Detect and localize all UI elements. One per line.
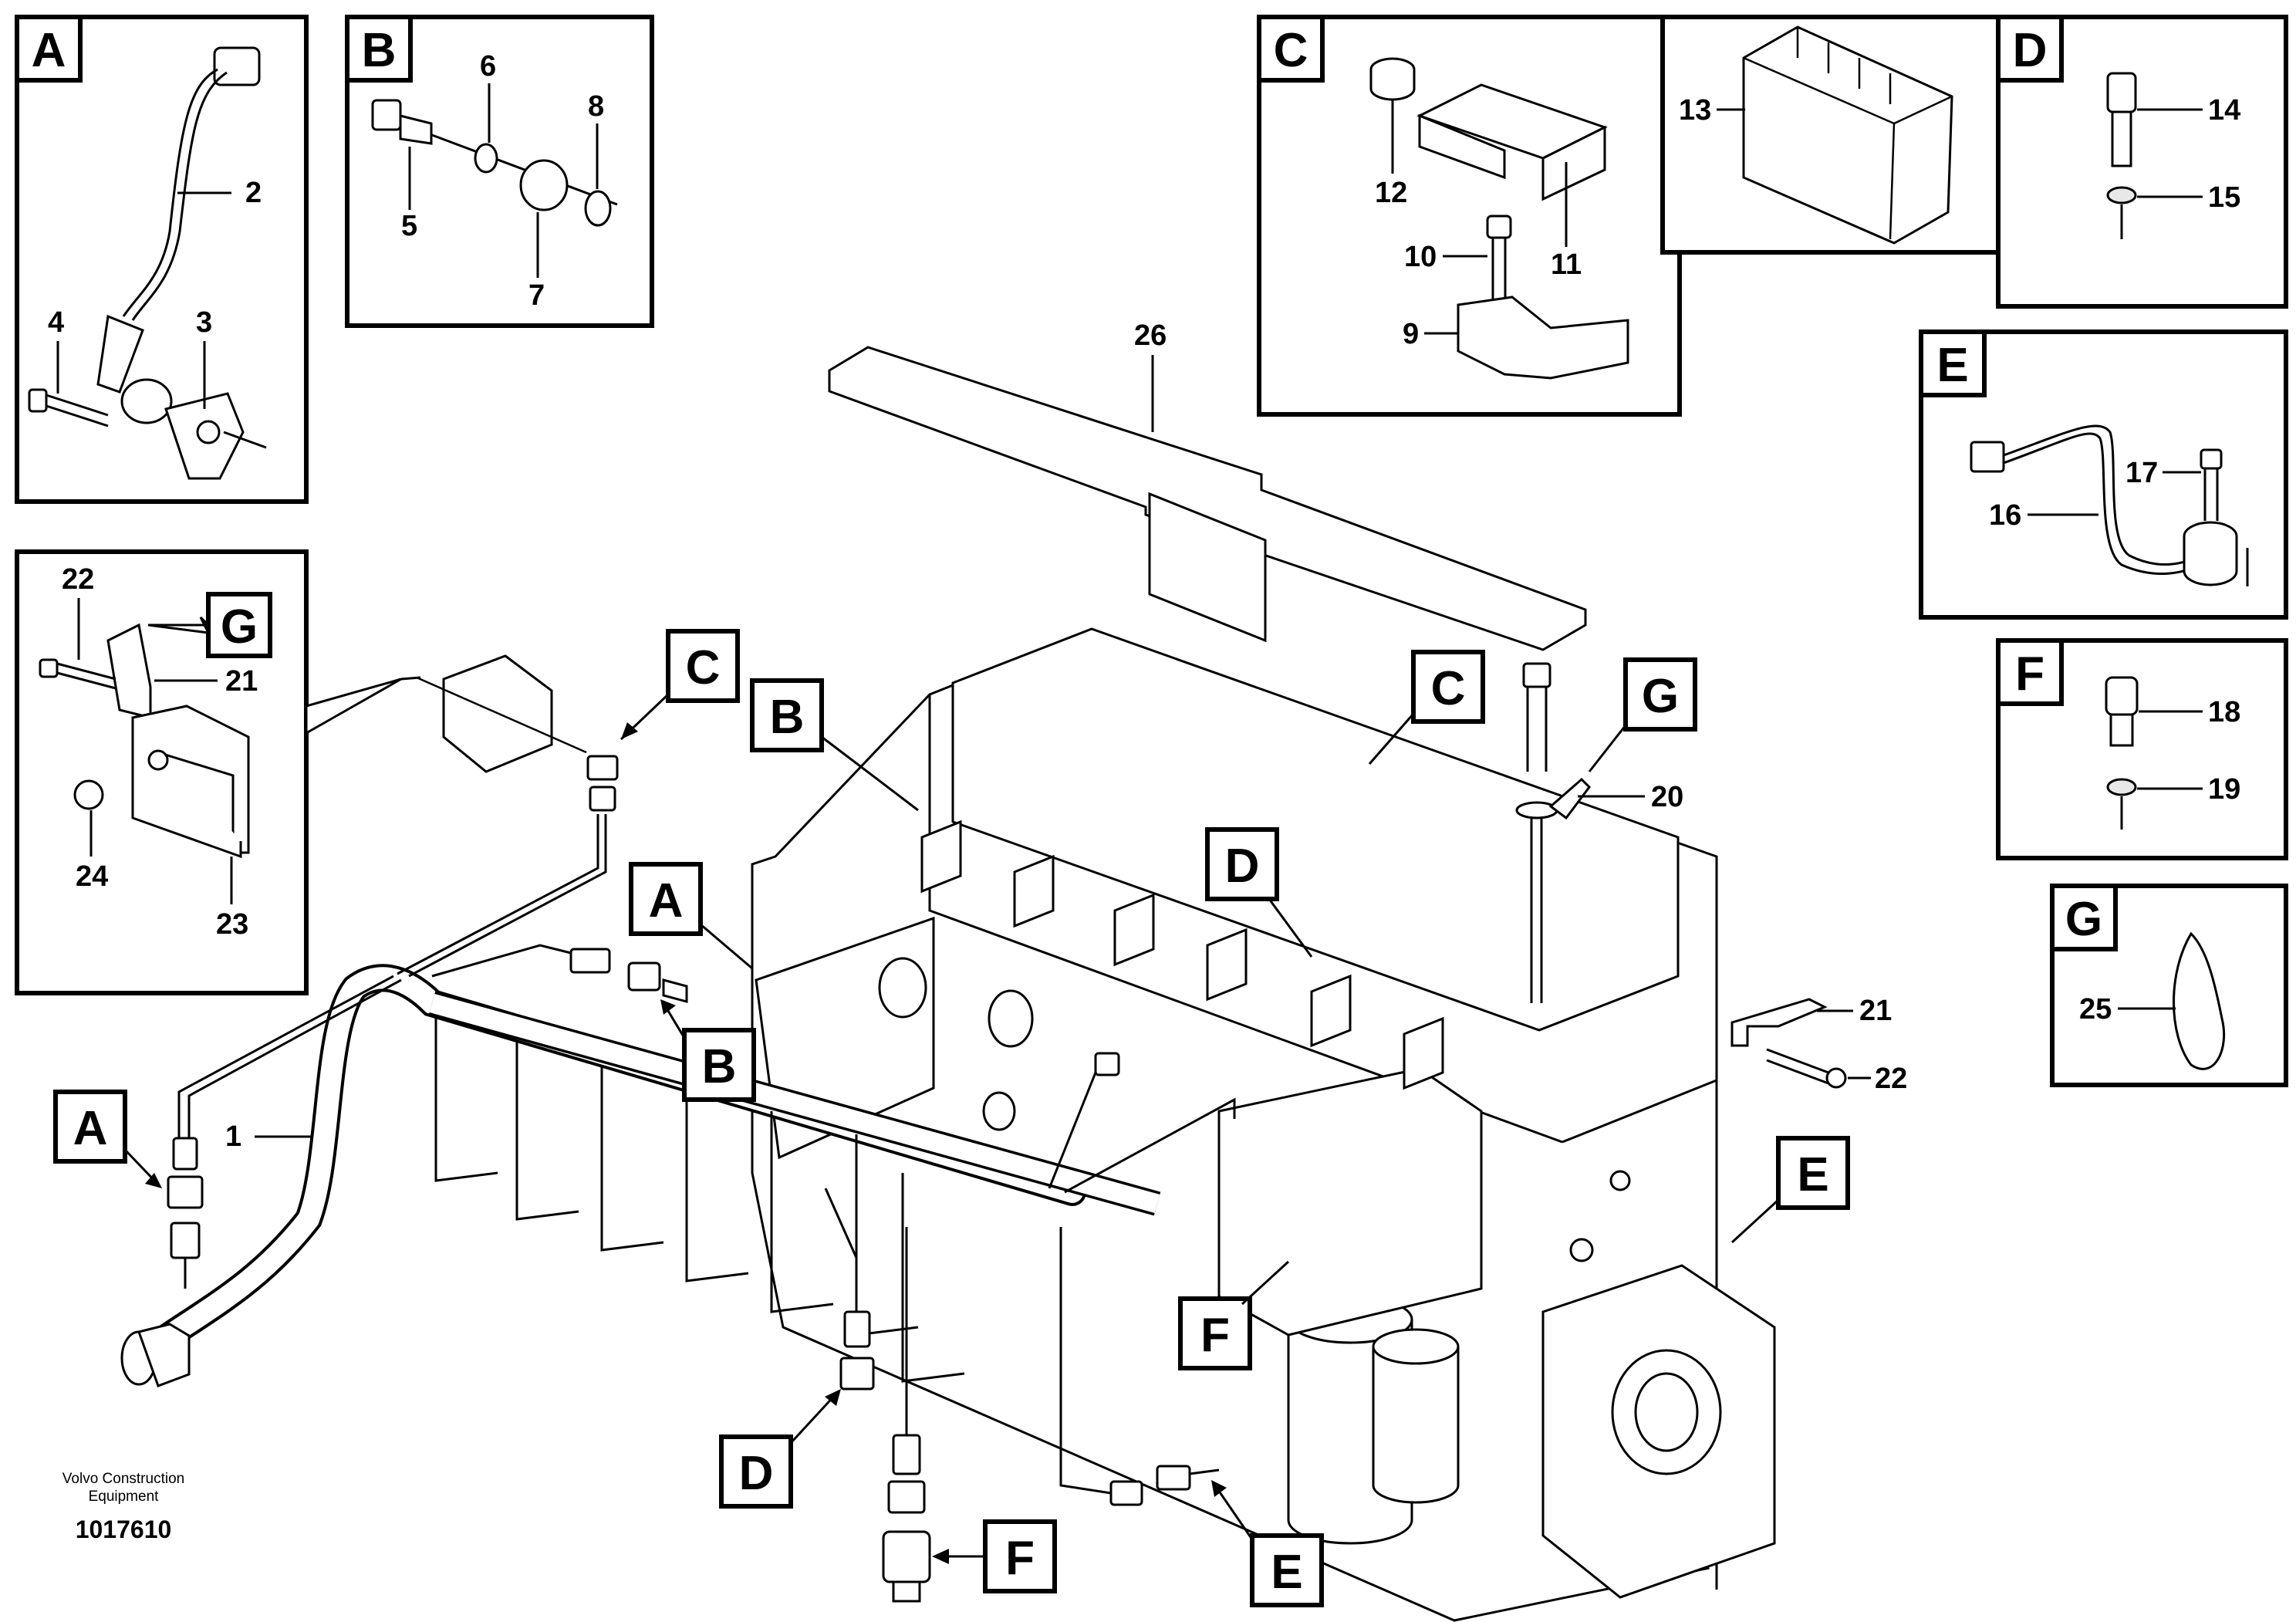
cable-tie (2173, 931, 2226, 1070)
drawing-number: 1017610 (76, 1516, 172, 1543)
part-label-21-inset: 21 (225, 665, 258, 698)
part-label-13: 13 (1679, 94, 1711, 127)
detail-panel-a: A 2 3 4 (15, 15, 309, 504)
callout-f-middle (1178, 1296, 1252, 1370)
svg-text:E: E (1271, 1546, 1302, 1599)
pressure-switch (2105, 676, 2139, 716)
callout-a-left (53, 1090, 127, 1164)
svg-text:B: B (770, 691, 805, 744)
part-label-2: 2 (245, 177, 262, 209)
part-label-4: 4 (48, 306, 64, 339)
detail-panel-e: E 17 16 (1919, 329, 2288, 620)
svg-text:A: A (649, 874, 684, 928)
clip-bracket (106, 623, 152, 719)
wiring-harness: 1 (120, 654, 1236, 1603)
part-label-1: 1 (225, 1120, 241, 1153)
part-label-7: 7 (528, 279, 545, 312)
part-label-12: 12 (1375, 177, 1407, 209)
part-label-26: 26 (1134, 319, 1167, 352)
drawing-credit: Volvo Construction Equipment 1017610 (62, 1471, 184, 1543)
part-label-11: 11 (1551, 248, 1582, 281)
part-label-9: 9 (1403, 318, 1419, 350)
panel-c-letter: C (1274, 24, 1308, 77)
panel-d-letter: D (2013, 24, 2048, 77)
detail-panel-control-unit: 13 (1660, 15, 2007, 255)
callout-f-lower (983, 1519, 1057, 1593)
part-label-18: 18 (2208, 696, 2240, 728)
detail-panel-b: B 5 6 7 8 (345, 15, 654, 328)
callout-b-upper (750, 678, 824, 752)
panel-b-letter: B (362, 24, 397, 77)
svg-text:F: F (1200, 1309, 1230, 1362)
panel-e-letter: E (1936, 339, 1968, 392)
part-label-19: 19 (2208, 773, 2240, 806)
detail-panel-g: G 25 (2050, 884, 2288, 1087)
callout-e-lower (1250, 1533, 1324, 1607)
callout-c-sensor (666, 629, 740, 703)
temperature-sensor (2106, 72, 2137, 113)
callout-g-main (1623, 657, 1697, 732)
svg-text:E: E (1797, 1148, 1828, 1201)
part-label-10: 10 (1404, 241, 1437, 273)
callout-d-lower (719, 1434, 793, 1509)
panel-a-letter: A (32, 24, 66, 77)
callout-a-middle (629, 862, 703, 936)
part-label-14: 14 (2208, 94, 2240, 127)
speed-sensor-connector (213, 46, 261, 86)
part-label-8: 8 (588, 90, 604, 123)
detail-panel-f: F 18 19 (1996, 638, 2288, 860)
panel-g-letter: G (2065, 893, 2102, 946)
callout-b-lower (682, 1028, 756, 1102)
credit-line-1: Volvo Construction (62, 1471, 184, 1487)
pressure-sensor (1457, 296, 1629, 380)
svg-text:A: A (73, 1102, 108, 1155)
engine-cover (828, 346, 1587, 651)
part-label-20: 20 (1651, 781, 1683, 813)
callout-e-right (1776, 1136, 1850, 1210)
detail-panel-bracket: G 22 21 24 23 (15, 549, 421, 995)
part-label-15: 15 (2208, 181, 2240, 214)
part-label-25: 25 (2079, 993, 2112, 1026)
svg-text:G: G (1642, 670, 1679, 723)
svg-text:C: C (686, 641, 721, 694)
credit-line-2: Equipment (89, 1489, 160, 1505)
svg-text:C: C (1431, 662, 1466, 715)
part-label-21: 21 (1859, 995, 1892, 1027)
detail-panel-d: D 14 15 (1996, 15, 2288, 309)
part-label-5: 5 (401, 210, 417, 242)
part-label-17: 17 (2125, 457, 2158, 489)
svg-text:F: F (1005, 1532, 1035, 1585)
svg-text:D: D (1225, 840, 1260, 893)
svg-text:B: B (702, 1040, 737, 1093)
part-label-16: 16 (1989, 499, 2021, 532)
part-label-24: 24 (76, 860, 108, 893)
callout-c-right (1411, 650, 1485, 724)
callout-d-upper (1205, 827, 1279, 901)
callout-g-inset: G (221, 600, 258, 654)
detail-panel-c: C 12 11 10 9 (1257, 15, 1682, 417)
engine-illustration: 26 20 (751, 319, 1907, 1622)
part-label-6: 6 (480, 50, 496, 83)
callouts-main: C B A A B C G D E (53, 629, 1850, 1607)
part-label-22: 22 (1875, 1063, 1907, 1095)
part-label-22-inset: 22 (62, 563, 94, 596)
panel-f-letter: F (2015, 647, 2044, 701)
part-label-3: 3 (196, 306, 212, 339)
part-label-23: 23 (216, 908, 248, 941)
svg-text:D: D (739, 1447, 774, 1500)
